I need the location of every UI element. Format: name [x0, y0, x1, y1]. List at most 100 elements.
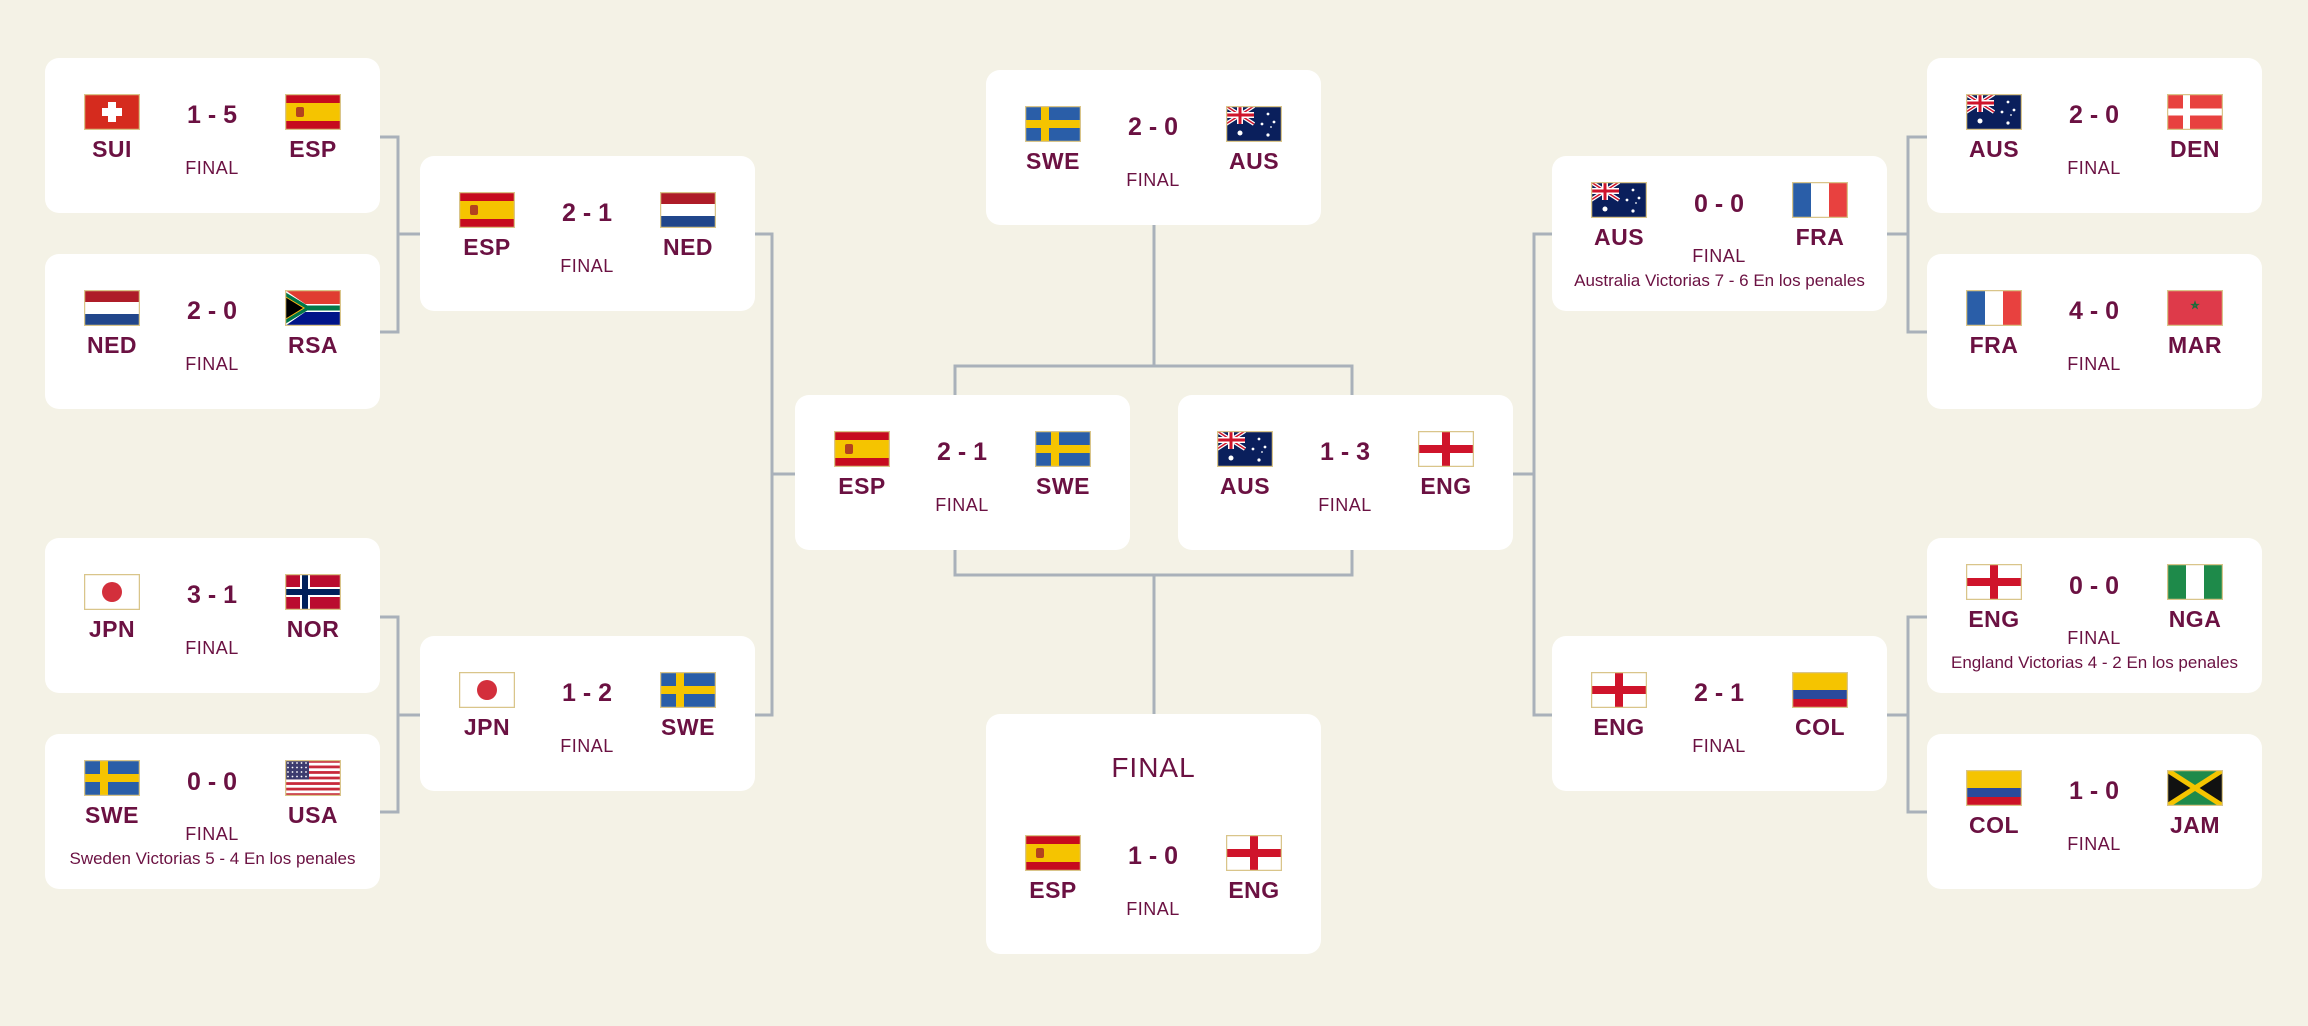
final-title: FINAL [1111, 752, 1196, 783]
match-status: FINAL [1692, 246, 1746, 266]
team: AUS [1200, 431, 1290, 500]
flag-england-icon [1966, 564, 2022, 600]
team: ESP [817, 431, 907, 500]
connector [380, 135, 420, 334]
flag-japan-icon [84, 574, 140, 610]
team-code: SWE [85, 802, 139, 828]
match-score: 2 - 0 [2068, 101, 2120, 129]
match-score: 2 - 0 [186, 297, 238, 325]
flag-jamaica-icon [2167, 770, 2223, 806]
team: ENG [1401, 431, 1491, 500]
team: SWE [1008, 106, 1098, 175]
team: FRA [1775, 182, 1865, 251]
match-status: FINAL [560, 736, 614, 756]
team: AUS [1574, 182, 1664, 251]
team-code: MAR [2168, 332, 2222, 358]
flag-japan-icon [459, 672, 515, 708]
team: AUS [1209, 106, 1299, 175]
team: SWE [643, 672, 733, 741]
match-status: FINAL [2067, 628, 2121, 648]
team: ENG [1574, 672, 1664, 741]
flag-spain-icon [459, 192, 515, 228]
match-score: 1 - 0 [2068, 777, 2120, 805]
connector [380, 615, 420, 814]
team-code: SWE [1026, 148, 1080, 174]
flag-spain-icon [285, 94, 341, 130]
team: SWE [67, 760, 157, 829]
match-score: 3 - 1 [186, 581, 238, 609]
connector [755, 232, 795, 717]
match-status: FINAL [2067, 158, 2121, 178]
team: JPN [67, 574, 157, 643]
match-status: FINAL [185, 638, 239, 658]
flag-switzerland-icon [84, 94, 140, 130]
match-score: 0 - 0 [2068, 572, 2120, 600]
match-score: 0 - 0 [186, 768, 238, 796]
flag-england-icon [1226, 835, 1282, 871]
match-score: 1 - 2 [561, 679, 613, 707]
match-score: 1 - 3 [1319, 438, 1371, 466]
team-code: ENG [1420, 473, 1472, 499]
match-status: FINAL [185, 824, 239, 844]
connector [1887, 135, 1927, 334]
match-status: FINAL [185, 158, 239, 178]
flag-france-icon [1966, 290, 2022, 326]
team: DEN [2150, 94, 2240, 163]
team-code: AUS [1219, 473, 1271, 499]
match-card[interactable]: JPN NOR 3 - 1 FINAL [45, 538, 380, 693]
connector [953, 225, 1354, 395]
team: JAM [2150, 770, 2240, 839]
team: ESP [1008, 835, 1098, 904]
team-code: NED [86, 332, 138, 358]
match-card[interactable]: ESP NED 2 - 1 FINAL [420, 156, 755, 311]
match-score: 4 - 0 [2068, 297, 2120, 325]
flag-australia-icon [1226, 106, 1282, 142]
match-card[interactable]: AUS DEN 2 - 0 FINAL [1927, 58, 2262, 213]
match-score: 2 - 1 [561, 199, 613, 227]
match-score: 1 - 5 [186, 101, 238, 129]
team: NOR [268, 574, 358, 643]
team: SWE [1018, 431, 1108, 500]
team-code: NED [662, 234, 714, 260]
team: ESP [442, 192, 532, 261]
penalty-note: Sweden Victorias 5 - 4 En los penales [69, 849, 356, 868]
flag-sweden-icon [1025, 106, 1081, 142]
match-score: 2 - 1 [936, 438, 988, 466]
match-status: FINAL [560, 256, 614, 276]
flag-sweden-icon [1035, 431, 1091, 467]
flag-netherlands-icon [84, 290, 140, 326]
flag-australia-icon [1591, 182, 1647, 218]
flag-spain-icon [834, 431, 890, 467]
team: JPN [442, 672, 532, 741]
flag-colombia-icon [1792, 672, 1848, 708]
team-code: JPN [463, 714, 511, 740]
team-code: RSA [287, 332, 339, 358]
team: ENG [1209, 835, 1299, 904]
flag-australia-icon [1966, 94, 2022, 130]
team-code: ESP [838, 473, 886, 499]
match-card[interactable]: JPN SWE 1 - 2 FINAL [420, 636, 755, 791]
flag-nigeria-icon [2167, 564, 2223, 600]
team-code: AUS [1228, 148, 1280, 174]
flag-south-africa-icon [285, 290, 341, 326]
team: SUI [67, 94, 157, 163]
flag-england-icon [1418, 431, 1474, 467]
team: MAR [2150, 290, 2240, 359]
match-status: FINAL [2067, 354, 2121, 374]
match-status: FINAL [1126, 170, 1180, 190]
team-code: NGA [2168, 606, 2222, 632]
team: AUS [1949, 94, 2039, 163]
match-status: FINAL [2067, 834, 2121, 854]
